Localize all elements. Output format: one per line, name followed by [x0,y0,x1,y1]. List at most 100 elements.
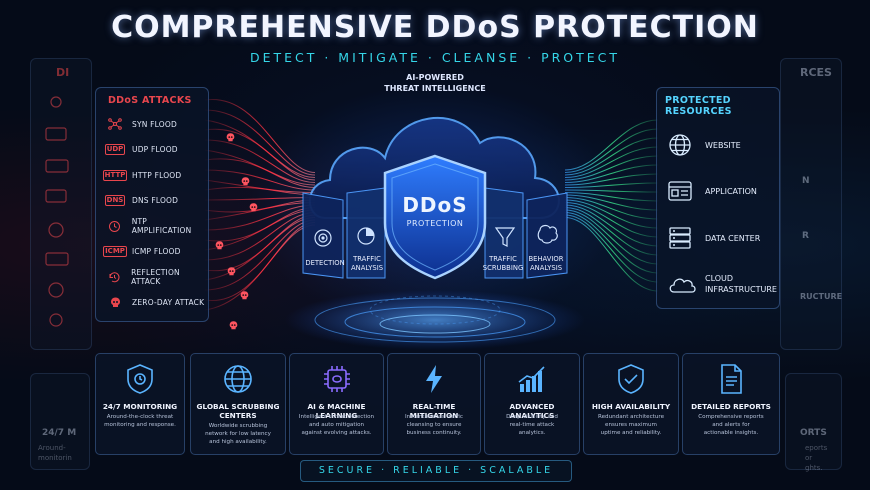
clean-flow-line [564,137,659,176]
clean-flow-line [564,192,659,202]
document-icon [714,362,748,396]
udp-icon: UDP [104,144,126,155]
clean-flow-line [564,189,659,193]
attack-item: UDP UDP FLOOD [104,141,178,159]
clean-flow-line [564,194,659,211]
ghost-right-card [785,373,842,470]
chip-icon [320,362,354,396]
footer-tagline: SECURE · RELIABLE · SCALABLE [300,460,572,482]
attack-item: ZERO-DAY ATTACK [106,294,204,312]
ghost-right-ructure: RUCTURE [800,292,843,301]
clean-flow-line [564,182,659,188]
ghost-right-card-title: ORTS [800,428,827,438]
clean-flow-line [564,212,659,274]
clean-flow-line [564,128,659,173]
resource-item-label: DATA CENTER [705,233,761,243]
clean-flow-line [564,197,659,220]
resource-item-label: WEBSITE [705,140,741,150]
clean-flow-line [564,119,659,171]
attack-item-label: HTTP FLOOD [132,170,182,180]
clean-flow-line [564,146,659,178]
feature-card-title: AI & MACHINE LEARNING [307,402,366,420]
skull-icon [228,316,239,330]
app-window-icon [667,179,693,203]
feature-card-description: Around-the-clock threat monitoring and r… [104,414,176,428]
lightning-icon [417,362,451,396]
feature-card-description: Comprehensive reports and alerts for act… [698,414,764,436]
attack-item: NTP AMPLIFICATION [106,217,208,235]
clean-flow-line [564,204,659,247]
skull-icon [226,262,237,276]
resources-panel: PROTECTED RESOURCES WEBSITE APPLICATION DA… [656,87,780,309]
attack-flow-line [204,99,316,173]
attack-flow-line [204,139,316,183]
clean-flow-line [564,202,659,238]
feature-card-description: Instantaneous traffic cleansing to ensur… [405,414,463,436]
target-icon [314,229,332,247]
feature-card-title: GLOBAL SCRUBBING CENTERS [196,402,280,420]
feature-card-description: Redundant architecture ensures maximum u… [597,414,665,436]
ghost-left-icons [45,96,69,327]
shield-title: DDoS [402,193,468,217]
ghost-right-r: R [802,231,809,241]
feature-card-description: Deep visibility and real-time attack ana… [506,414,558,436]
clean-flow-line [564,209,659,265]
skull-icon [225,128,236,142]
resource-item-label: CLOUD INFRASTRUCTURE [705,274,777,294]
ghost-left-card-title: 24/7 M [42,428,77,438]
panel-behavior-analysis [526,192,568,279]
skull-icon [248,198,259,212]
brain-icon [537,224,558,244]
attack-flow-line [204,158,316,188]
ghost-right-n: N [802,176,810,186]
ghost-right-card-desc: eports or ghts. [805,444,828,472]
resource-item-label: APPLICATION [705,186,757,196]
shield-clock-icon [123,362,157,396]
cloud-icon [667,272,696,296]
feature-card-description: Worldwide scrubbing network for low late… [205,423,271,445]
server-icon [667,226,693,250]
attack-item-label: ICMP FLOOD [132,247,181,256]
shield-check-icon [614,362,648,396]
attack-item-label: SYN FLOOD [132,119,177,129]
panel-label-traffic-analysis: TRAFFIC ANALYSIS [350,255,384,272]
shield-subtitle: PROTECTION [406,219,464,228]
attack-item-label: UDP FLOOD [132,145,178,154]
resource-item: CLOUD INFRASTRUCTURE [667,272,777,296]
dns-icon: DNS [104,195,126,206]
resource-item: APPLICATION [667,179,757,203]
clean-flow-line [564,217,659,292]
feature-card-title: ADVANCED ANALYTICS [509,402,555,420]
ghost-left-title: DI [56,66,70,79]
skull-icon [239,286,250,300]
clean-flow-line [564,155,659,181]
panel-traffic-scrubbing [484,187,524,279]
cloud-shield-graphic [302,117,568,280]
attack-flow-line [204,128,316,181]
ghost-right-title: RCES [800,66,832,79]
shield-icon [383,154,487,280]
pie-chart-icon [357,227,375,245]
ai-label: AI-POWERED THREAT INTELLIGENCE [384,73,486,93]
skull-icon [240,172,251,186]
resources-panel-title: PROTECTED RESOURCES [665,95,732,117]
resource-item: WEBSITE [667,133,741,157]
feature-card: GLOBAL SCRUBBING CENTERS Worldwide scrubb… [190,353,286,455]
skull-icon [214,236,225,250]
ghost-left-card-desc: Around- monitorin [38,444,72,462]
feature-card-title: HIGH AVAILABILITY [591,402,671,411]
refresh-clock-icon [106,270,123,284]
attacks-panel-title: DDoS ATTACKS [108,95,192,106]
panel-detection [302,192,344,279]
feature-card-title: REAL-TIME MITIGATION [409,402,459,420]
resource-item: DATA CENTER [667,226,760,250]
network-nodes-icon [106,117,124,131]
